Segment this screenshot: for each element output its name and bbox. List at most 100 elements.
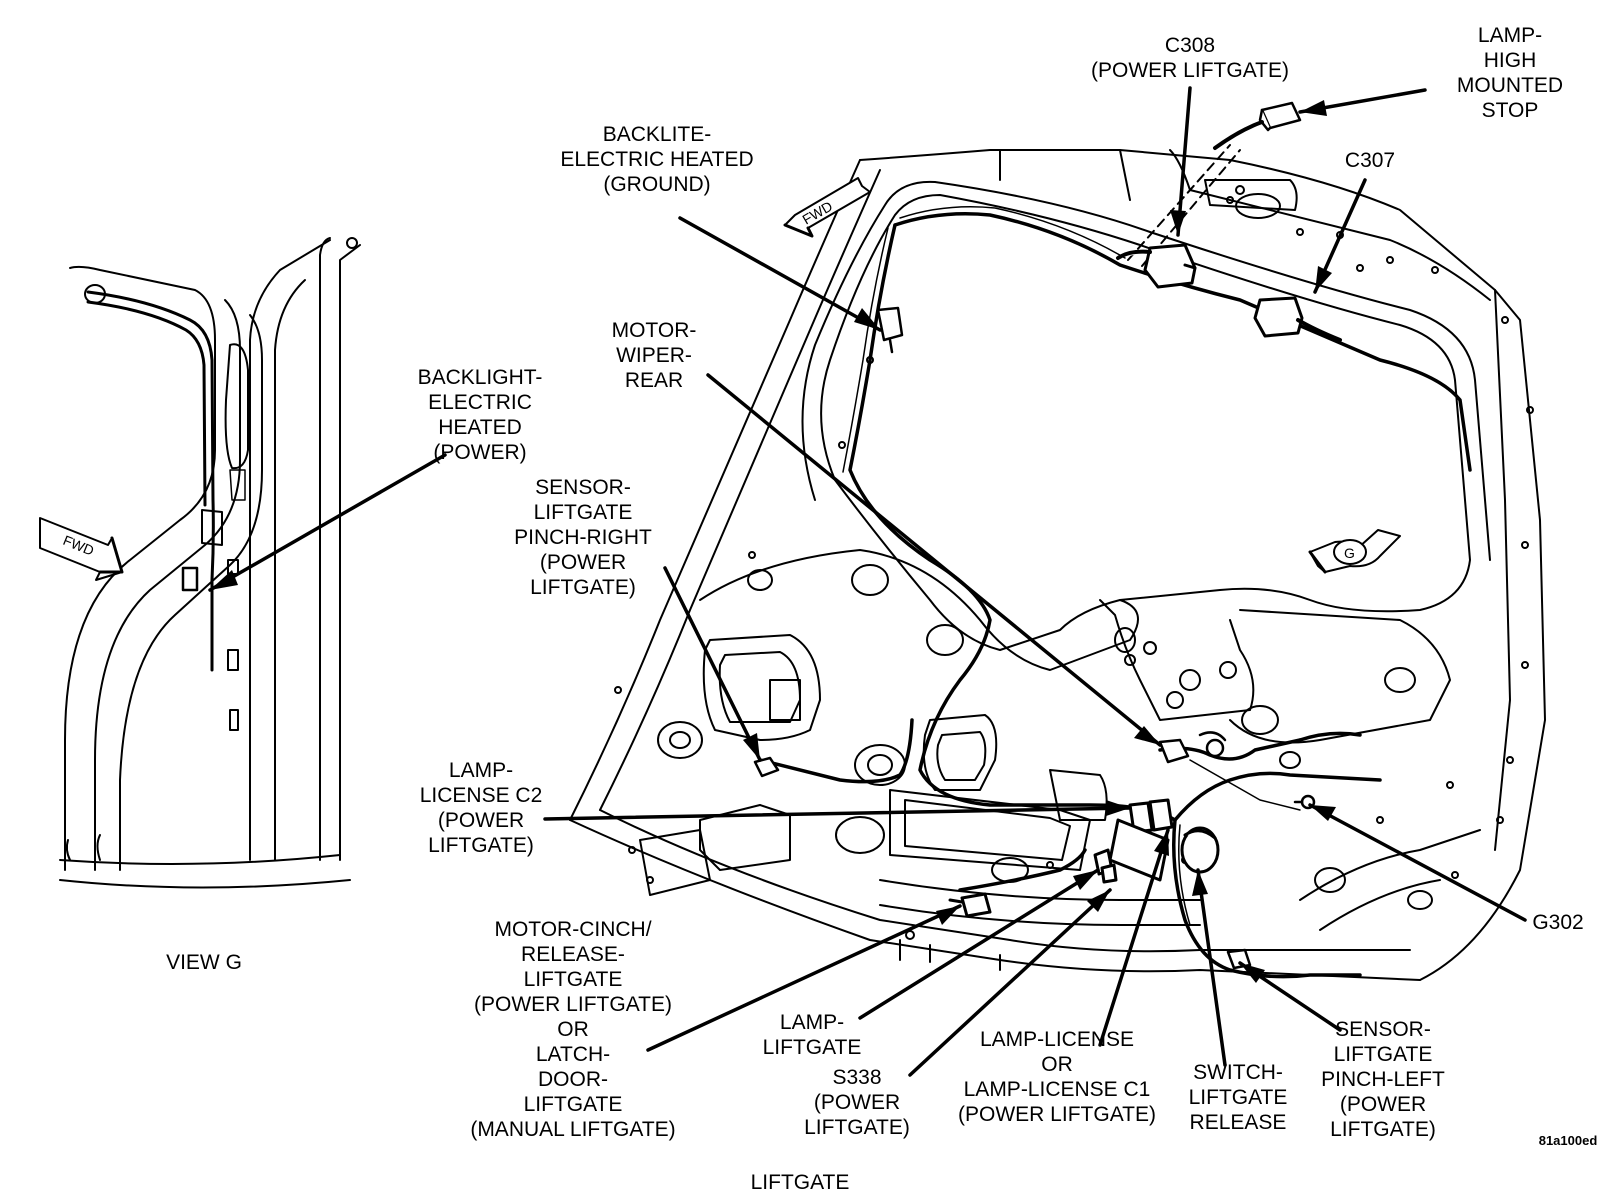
leader-motor-cinch bbox=[646, 904, 962, 1052]
label-line: S338 bbox=[832, 1066, 882, 1089]
backlite-ground-connector-icon bbox=[876, 306, 904, 354]
figure-code: 81a100ed bbox=[1539, 1128, 1598, 1153]
label-line: LAMP- bbox=[779, 1011, 845, 1034]
label-line: (GROUND) bbox=[603, 173, 711, 196]
label-line: LAMP- bbox=[1477, 24, 1543, 47]
c307-connector-icon bbox=[1253, 296, 1342, 342]
label-line: (POWER LIFTGATE) bbox=[474, 993, 672, 1016]
label-view-g: VIEW G bbox=[166, 950, 242, 975]
label-line: ELECTRIC HEATED bbox=[560, 148, 754, 171]
liftgate-body bbox=[569, 149, 1546, 981]
sensor-pinch-left-connector-icon bbox=[1226, 948, 1252, 970]
leader-lamp-liftgate bbox=[858, 868, 1100, 1020]
label-line: (POWER bbox=[1339, 1093, 1427, 1116]
leader-g302 bbox=[1308, 803, 1527, 922]
label-line: LAMP-LICENSE bbox=[979, 1028, 1135, 1051]
label-line: HIGH bbox=[1483, 49, 1537, 72]
label-line: LIFTGATE) bbox=[428, 834, 534, 857]
label-line: (POWER bbox=[813, 1091, 901, 1114]
label-line: STOP bbox=[1481, 99, 1539, 122]
label-line: C307 bbox=[1344, 149, 1396, 172]
label-line: (POWER LIFTGATE) bbox=[958, 1103, 1156, 1126]
sensor-pinch-right-connector-icon bbox=[753, 756, 780, 778]
label-line: (POWER bbox=[539, 551, 627, 574]
leader-lines bbox=[208, 86, 1527, 1077]
label-line: HEATED bbox=[438, 416, 522, 439]
label-line: WIPER- bbox=[616, 344, 692, 367]
label-motor-cinch: MOTOR-CINCH/RELEASE-LIFTGATE(POWER LIFTG… bbox=[470, 917, 675, 1142]
label-line: LIFTGATE bbox=[533, 501, 633, 524]
switch-release-icon bbox=[1180, 826, 1220, 874]
label-line: PINCH-LEFT bbox=[1321, 1068, 1445, 1091]
label-motor-wiper-rear: MOTOR-WIPER-REAR bbox=[612, 318, 697, 393]
liftgate-harness-thin bbox=[842, 206, 1301, 926]
leader-lamp-license-c1 bbox=[1098, 828, 1170, 1047]
label-line: ELECTRIC bbox=[428, 391, 532, 414]
label-line: OR bbox=[557, 1018, 589, 1041]
fwd-arrow-top-icon bbox=[783, 177, 871, 238]
label-line: MOUNTED bbox=[1456, 74, 1564, 97]
leader-backlite-ground bbox=[678, 216, 882, 332]
leader-s338 bbox=[908, 888, 1112, 1077]
view-g-marker-text: G bbox=[1344, 545, 1355, 561]
label-line: LIFTGATE) bbox=[1330, 1118, 1436, 1141]
label-g302: G302 bbox=[1532, 910, 1583, 935]
label-line: 81a100ed bbox=[1538, 1133, 1598, 1148]
label-line: LIFTGATE bbox=[1188, 1086, 1288, 1109]
leader-lamp-license-c2 bbox=[543, 806, 1132, 821]
view-g-inset bbox=[59, 237, 361, 889]
label-line: LIFTGATE bbox=[1333, 1043, 1433, 1066]
label-line: LAMP-LICENSE C1 bbox=[963, 1078, 1151, 1101]
leader-motor-wiper bbox=[706, 373, 1162, 747]
label-line: LAMP- bbox=[448, 759, 514, 782]
motor-cinch-connector-icon bbox=[948, 892, 992, 918]
label-line: SWITCH- bbox=[1193, 1061, 1283, 1084]
label-line: LIFTGATE bbox=[762, 1036, 862, 1059]
label-line: LIFTGATE bbox=[523, 968, 623, 991]
label-line: BACKLITE- bbox=[602, 123, 712, 146]
label-c307: C307 bbox=[1345, 148, 1395, 173]
stop-lamp-icon bbox=[1213, 101, 1302, 150]
leader-switch-release bbox=[1196, 868, 1227, 1067]
wiper-motor-connector-icon bbox=[1158, 731, 1227, 764]
view-g-marker-icon bbox=[1308, 529, 1401, 574]
label-line: PINCH-RIGHT bbox=[514, 526, 652, 549]
label-line: LIFTGATE) bbox=[804, 1116, 910, 1139]
label-backlite-ground: BACKLITE-ELECTRIC HEATED(GROUND) bbox=[560, 122, 753, 197]
label-line: (POWER) bbox=[433, 441, 527, 464]
leader-arrowheads bbox=[210, 100, 1336, 983]
leader-backlight-power bbox=[208, 453, 447, 592]
label-line: C308 bbox=[1164, 34, 1216, 57]
label-c308: C308(POWER LIFTGATE) bbox=[1091, 33, 1289, 83]
label-line: BACKLIGHT- bbox=[417, 366, 543, 389]
label-line: DOOR- bbox=[537, 1068, 608, 1091]
label-line: LIFTGATE bbox=[750, 1171, 850, 1194]
label-line: LIFTGATE) bbox=[530, 576, 636, 599]
label-line: G302 bbox=[1532, 911, 1584, 934]
label-line: VIEW G bbox=[166, 951, 242, 974]
figure-caption-liftgate: LIFTGATE bbox=[751, 1170, 850, 1195]
fwd-arrow-left-icon bbox=[39, 517, 124, 581]
label-line: LATCH- bbox=[535, 1043, 611, 1066]
label-line: LICENSE C2 bbox=[419, 784, 543, 807]
label-line: RELEASE- bbox=[521, 943, 625, 966]
label-line: REAR bbox=[624, 369, 684, 392]
label-line: MOTOR- bbox=[611, 319, 697, 342]
label-line: (MANUAL LIFTGATE) bbox=[470, 1118, 676, 1141]
label-line: SENSOR- bbox=[535, 476, 631, 499]
label-line: OR bbox=[1041, 1053, 1073, 1076]
label-line: MOTOR-CINCH/ bbox=[494, 918, 652, 941]
label-lamp-liftgate: LAMP-LIFTGATE bbox=[763, 1010, 862, 1060]
harness-view-g bbox=[86, 290, 215, 672]
label-line: RELEASE bbox=[1189, 1111, 1287, 1134]
leader-c308 bbox=[1176, 86, 1192, 237]
